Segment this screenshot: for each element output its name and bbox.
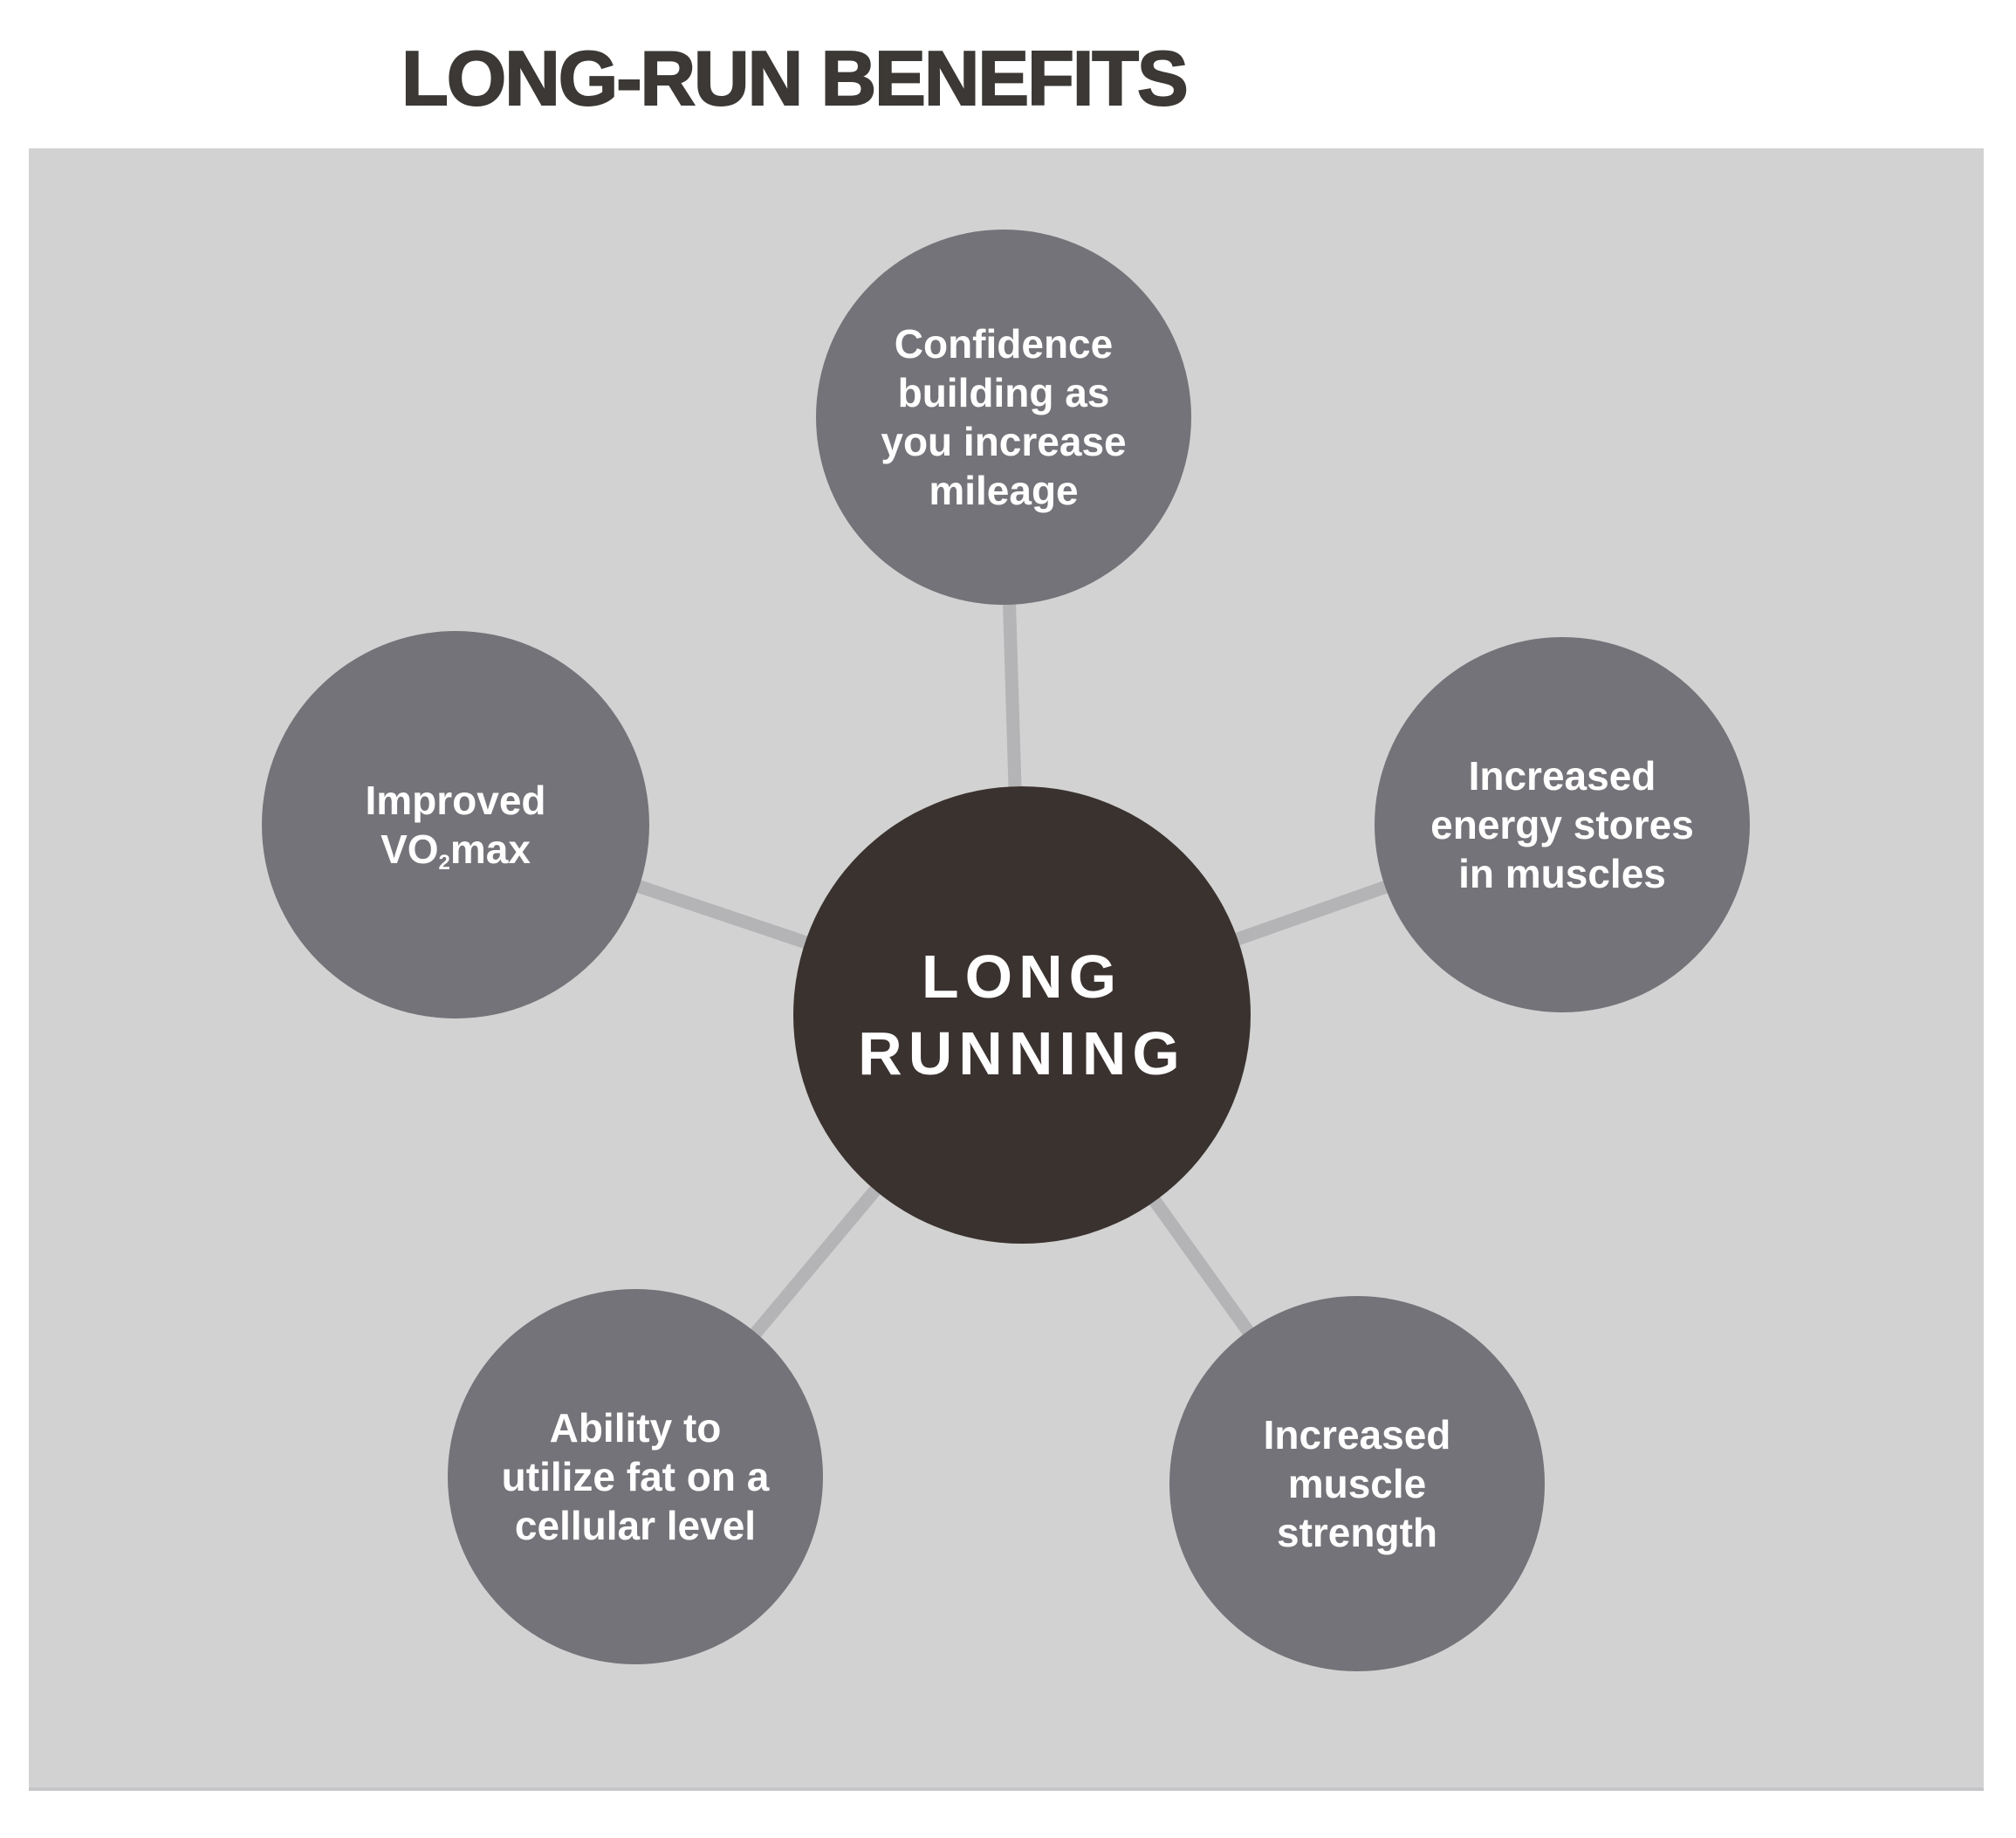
label-line: in muscles [1458, 851, 1666, 896]
node-increased-muscle-strength: Increased muscle strength [1169, 1296, 1545, 1671]
label-line: muscle [1287, 1461, 1427, 1506]
vo2max-prefix: VO [381, 826, 439, 872]
node-utilize-fat: Ability to utilize fat on a cellular lev… [448, 1289, 823, 1664]
label-line: energy stores [1430, 802, 1694, 847]
page-title: LONG-RUN BENEFITS [401, 35, 1190, 121]
label-line: LONG [921, 943, 1123, 1011]
vo2max-suffix: max [449, 826, 531, 872]
label-line: utilize fat on a [501, 1454, 770, 1499]
node-improved-vo2max-label: Improved VO2max [365, 776, 545, 874]
node-increased-muscle-strength-label: Increased muscle strength [1264, 1410, 1451, 1557]
node-increased-energy-stores: Increased energy stores in muscles [1375, 637, 1750, 1012]
label-line: RUNNING [858, 1019, 1186, 1087]
label-line: Ability to [549, 1405, 722, 1451]
node-increased-energy-stores-label: Increased energy stores in muscles [1430, 751, 1694, 898]
node-confidence-building-label: Confidence building as you increase mile… [881, 319, 1126, 515]
label-line: building as [897, 370, 1110, 415]
node-utilize-fat-label: Ability to utilize fat on a cellular lev… [502, 1403, 770, 1550]
label-line: strength [1276, 1510, 1437, 1555]
node-long-running-label: LONG RUNNING [858, 938, 1186, 1092]
label-line: cellular level [514, 1503, 757, 1548]
label-line: Improved [365, 778, 546, 823]
label-line: you increase [881, 419, 1127, 464]
node-improved-vo2max: Improved VO2max [262, 631, 649, 1018]
node-confidence-building: Confidence building as you increase mile… [816, 230, 1191, 605]
label-line: Increased [1263, 1412, 1451, 1457]
label-line: mileage [929, 468, 1079, 513]
label-line: Confidence [894, 321, 1114, 367]
vo2max-subscript: 2 [438, 851, 450, 875]
node-long-running: LONG RUNNING [793, 786, 1251, 1244]
label-line: Increased [1468, 753, 1656, 799]
label-line: VO2max [365, 825, 545, 874]
